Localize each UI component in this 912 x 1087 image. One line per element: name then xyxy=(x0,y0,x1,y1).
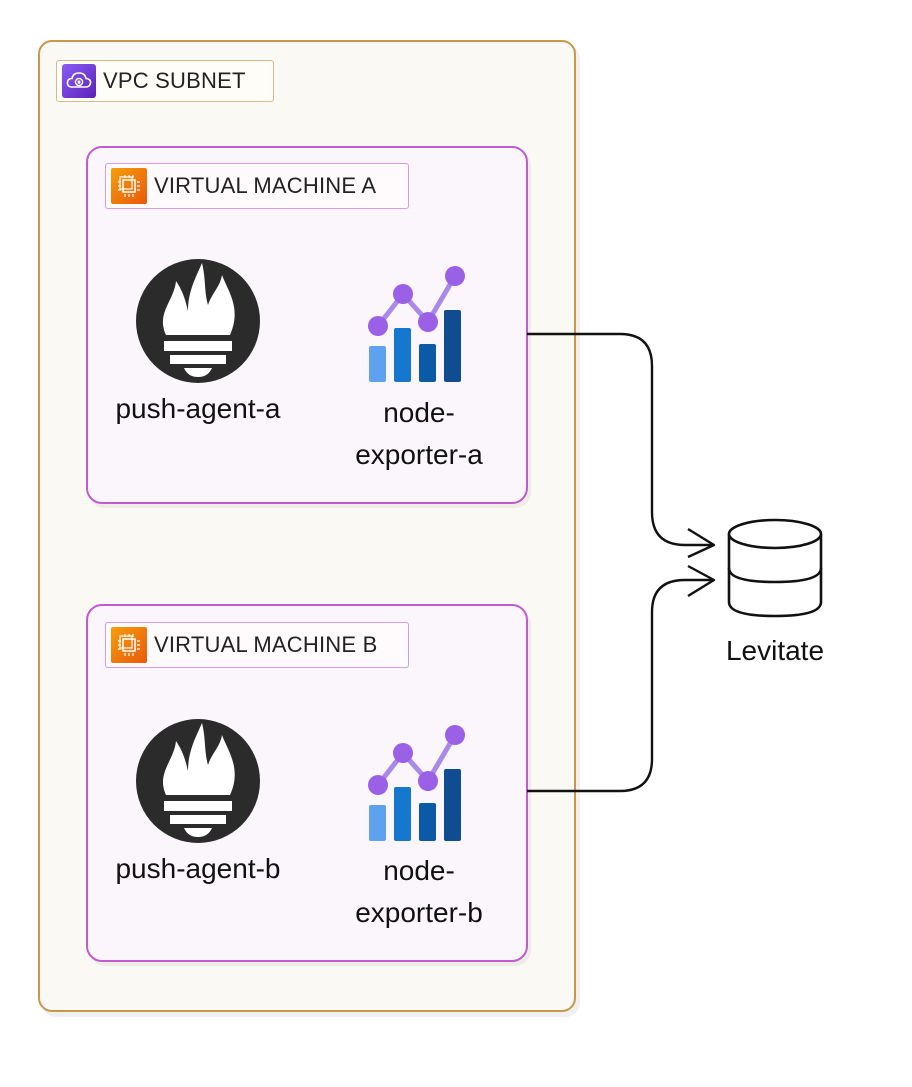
connector-exporter-b-to-levitate xyxy=(527,564,716,793)
database-icon xyxy=(727,518,823,618)
levitate-label: Levitate xyxy=(725,635,825,666)
metrics-chart-icon xyxy=(368,725,465,841)
metrics-chart-icon xyxy=(368,266,465,382)
prometheus-icon xyxy=(136,719,260,843)
vpc-subnet-tag: VPC SUBNET xyxy=(56,60,274,102)
prometheus-icon xyxy=(136,259,260,383)
virtual-machine-a-tag: VIRTUAL MACHINE A xyxy=(105,163,409,209)
connector-exporter-a-to-levitate xyxy=(527,332,716,559)
virtual-machine-a-label: VIRTUAL MACHINE A xyxy=(154,173,377,198)
node-exporter-a-label: node- exporter-a xyxy=(355,397,483,470)
compute-instance-icon xyxy=(111,627,147,663)
vpc-subnet-label: VPC SUBNET xyxy=(103,68,246,93)
push-agent-b-label: push-agent-b xyxy=(115,853,281,884)
node-exporter-b-label: node- exporter-b xyxy=(355,855,483,928)
virtual-machine-b-label: VIRTUAL MACHINE B xyxy=(154,632,378,657)
cloud-subnet-icon xyxy=(62,64,96,98)
compute-instance-icon xyxy=(111,168,147,204)
virtual-machine-b-tag: VIRTUAL MACHINE B xyxy=(105,622,409,668)
push-agent-a-label: push-agent-a xyxy=(115,393,281,424)
